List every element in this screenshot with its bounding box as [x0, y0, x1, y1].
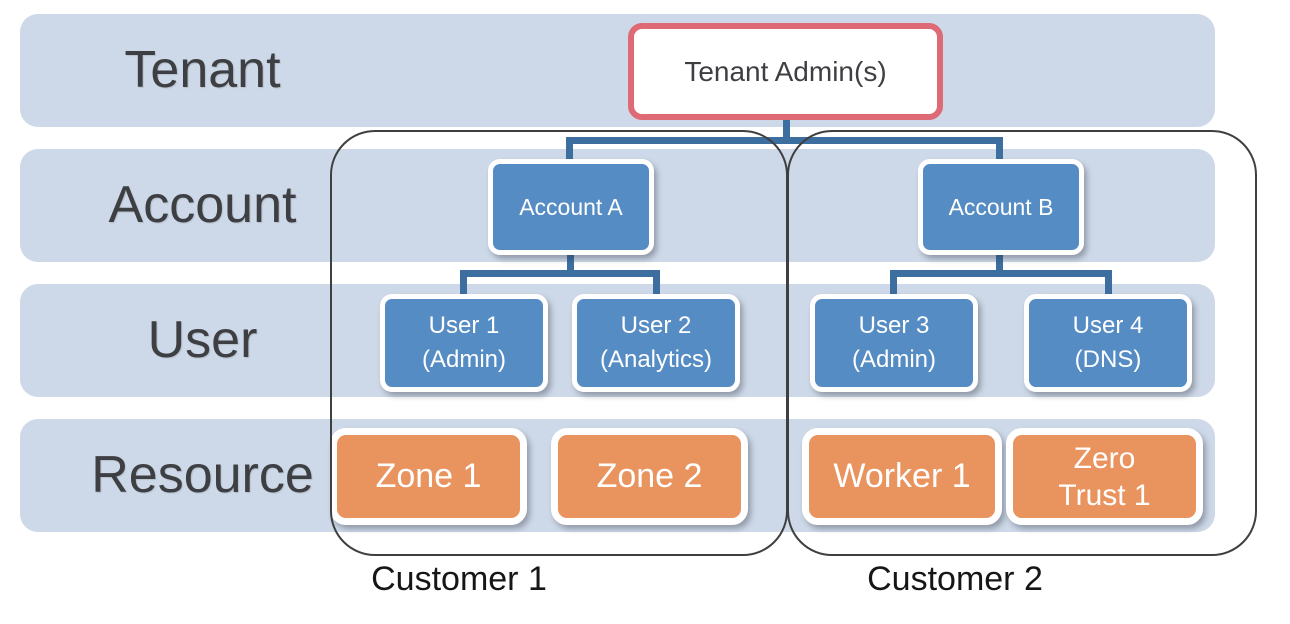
- layer-label-tenant: Tenant: [124, 41, 281, 99]
- connector-user-1-drop: [460, 270, 467, 296]
- user-2-name: User 2: [620, 312, 692, 339]
- user-4-role: (DNS): [1074, 346, 1142, 373]
- connector-account-b-stub: [996, 253, 1003, 275]
- user-4-box: User 4 (DNS): [1024, 294, 1192, 392]
- account-b-box: Account B: [918, 159, 1084, 255]
- tenant-admin-box: Tenant Admin(s): [628, 23, 943, 120]
- connector-account-a-rail: [460, 270, 660, 277]
- resource-zone-1-box: Zone 1: [330, 428, 527, 525]
- resource-zone-2-box: Zone 2: [551, 428, 748, 525]
- connector-user-3-drop: [890, 270, 897, 296]
- connector-account-a-drop: [566, 137, 573, 161]
- resource-zone-2-label: Zone 2: [596, 457, 703, 495]
- resource-zone-1-label: Zone 1: [375, 457, 482, 495]
- user-3-role: (Admin): [851, 346, 936, 373]
- connector-admin-rail: [566, 137, 1003, 144]
- customer-2-label: Customer 2: [867, 560, 1043, 598]
- resource-zero-trust-1-box: Zero Trust 1: [1006, 428, 1203, 525]
- user-1-name: User 1: [428, 312, 500, 339]
- user-1-role: (Admin): [421, 346, 506, 373]
- resource-worker-1-label: Worker 1: [833, 457, 971, 495]
- layer-label-account: Account: [108, 176, 297, 234]
- user-2-box: User 2 (Analytics): [572, 294, 740, 392]
- connector-account-a-stub: [567, 253, 574, 275]
- connector-account-b-rail: [890, 270, 1112, 277]
- account-a-box: Account A: [488, 159, 654, 255]
- connector-user-2-drop: [653, 270, 660, 296]
- tenant-admin-label: Tenant Admin(s): [684, 55, 887, 87]
- connector-account-b-drop: [996, 137, 1003, 161]
- layer-label-user: User: [147, 311, 258, 369]
- resource-worker-1-box: Worker 1: [802, 428, 1002, 525]
- account-b-label: Account B: [948, 193, 1054, 220]
- user-3-name: User 3: [858, 312, 930, 339]
- band-tenant: [20, 14, 1215, 127]
- connector-user-4-drop: [1105, 270, 1112, 296]
- resource-zero-trust-1-label: Zero Trust 1: [1058, 441, 1151, 512]
- user-1-box: User 1 (Admin): [380, 294, 548, 392]
- user-4-name: User 4: [1072, 312, 1144, 339]
- layer-label-resource: Resource: [91, 446, 314, 504]
- user-2-role: (Analytics): [599, 346, 713, 373]
- customer-1-label: Customer 1: [371, 560, 547, 598]
- user-3-box: User 3 (Admin): [810, 294, 978, 392]
- account-a-label: Account A: [519, 193, 623, 220]
